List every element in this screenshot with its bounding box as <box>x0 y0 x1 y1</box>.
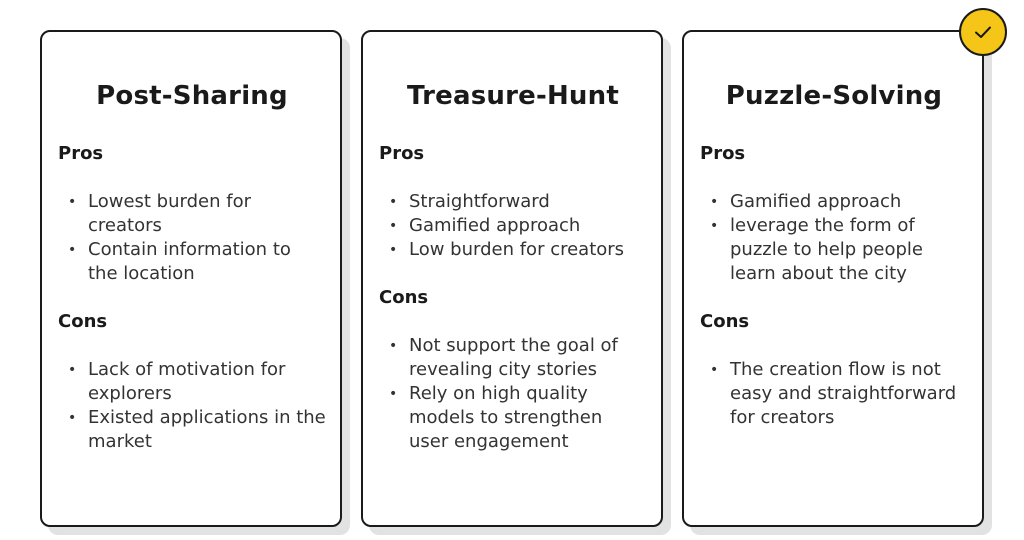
list-item: •Rely on high quality models to strength… <box>389 383 603 452</box>
list-item: •Low burden for creators <box>389 239 625 260</box>
pros-list: •Gamified approach •leverage the form of… <box>700 190 968 286</box>
list-item: •Existed applications in the market <box>68 407 326 452</box>
card-title: Puzzle-Solving <box>725 81 943 111</box>
pros-label: Pros <box>700 143 746 164</box>
bullet-icon: • <box>68 362 77 378</box>
list-item: •The creation flow is not easy and strai… <box>710 359 957 428</box>
card-title: Post-Sharing <box>96 81 288 111</box>
list-item: •Contain information to the location <box>68 239 291 284</box>
card-title: Treasure-Hunt <box>407 81 619 111</box>
bullet-icon: • <box>710 194 719 210</box>
list-item: •leverage the form of puzzle to help peo… <box>710 215 923 284</box>
cons-label: Cons <box>379 287 429 308</box>
pros-label: Pros <box>379 143 425 164</box>
bullet-icon: • <box>389 218 398 234</box>
cons-list: •Lack of motivation for explorers •Exist… <box>58 358 326 454</box>
list-item: •Gamified approach <box>389 215 581 236</box>
checkmark-icon <box>975 26 991 38</box>
card-body: Treasure-Hunt Pros •Straightforward •Gam… <box>361 30 663 527</box>
list-item: •Not support the goal of revealing city … <box>389 335 618 380</box>
card-body: Puzzle-Solving Pros •Gamified approach •… <box>682 30 984 527</box>
bullet-icon: • <box>710 362 719 378</box>
bullet-icon: • <box>710 218 719 234</box>
pros-list: •Lowest burden for creators •Contain inf… <box>58 190 326 286</box>
bullet-icon: • <box>68 242 77 258</box>
list-item: •Lack of motivation for explorers <box>68 359 286 404</box>
list-item: •Lowest burden for creators <box>68 191 251 236</box>
list-item: •Straightforward <box>389 191 550 212</box>
bullet-icon: • <box>68 410 77 426</box>
pros-label: Pros <box>58 143 104 164</box>
cons-label: Cons <box>58 311 108 332</box>
cons-label: Cons <box>700 311 750 332</box>
list-item: •Gamified approach <box>710 191 902 212</box>
pros-list: •Straightforward •Gamified approach •Low… <box>379 190 647 262</box>
bullet-icon: • <box>389 194 398 210</box>
cons-list: •The creation flow is not easy and strai… <box>700 358 968 430</box>
bullet-icon: • <box>389 338 398 354</box>
bullet-icon: • <box>389 386 398 402</box>
bullet-icon: • <box>389 242 398 258</box>
card-body: Post-Sharing Pros •Lowest burden for cre… <box>40 30 342 527</box>
cons-list: •Not support the goal of revealing city … <box>379 334 647 454</box>
selected-check-badge <box>959 8 1007 56</box>
option-card-puzzle-solving[interactable]: Puzzle-Solving Pros •Gamified approach •… <box>682 30 992 535</box>
bullet-icon: • <box>68 194 77 210</box>
option-card-post-sharing[interactable]: Post-Sharing Pros •Lowest burden for cre… <box>40 30 350 535</box>
option-card-treasure-hunt[interactable]: Treasure-Hunt Pros •Straightforward •Gam… <box>361 30 671 535</box>
